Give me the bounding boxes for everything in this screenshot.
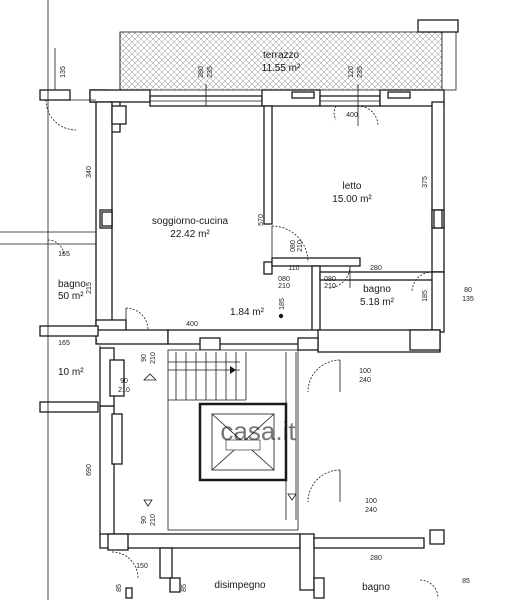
dim-label: 215: [86, 282, 93, 294]
dim-label: 340: [86, 166, 93, 178]
dim-label: 210: [150, 352, 157, 364]
dim-label: 185: [422, 290, 429, 302]
dim-label: 100: [359, 368, 371, 375]
room-area-letto: 15.00 m²: [332, 194, 372, 205]
dim-label: 85: [462, 578, 470, 585]
room-name-bottom-bagno: bagno: [362, 582, 390, 593]
room-area-terrazzo: 11.55 m²: [262, 63, 301, 74]
dim-label: 90: [141, 354, 148, 362]
room-area-left-2: 10 m²: [58, 367, 84, 378]
dim-label: 570: [258, 214, 265, 226]
dim-label: 110: [288, 265, 299, 272]
dim-label: 400: [186, 321, 198, 328]
watermark-text: casa.it: [220, 416, 296, 446]
room-area-disimpegno: 1.84 m²: [230, 307, 265, 318]
dim-label: 210: [297, 240, 304, 252]
dim-label: 240: [365, 507, 377, 514]
dim-label: 280: [198, 66, 205, 78]
dim-label: 100: [365, 498, 377, 505]
dim-label: 150: [136, 563, 148, 570]
dim-label: 90: [120, 378, 128, 385]
room-area-left-bagno: 50 m²: [58, 291, 84, 302]
dim-label: 280: [370, 265, 382, 272]
dim-label: 240: [359, 377, 371, 384]
dim-label: 400: [346, 112, 358, 119]
dim-label: 280: [370, 555, 382, 562]
windows: [101, 84, 443, 229]
dim-label: 210: [150, 514, 157, 526]
dim-label: 135: [462, 296, 474, 303]
door-swings: [95, 105, 439, 599]
room-name-left-bagno: bagno: [58, 279, 86, 290]
dim-label: 080: [278, 276, 290, 283]
dim-label: 80: [464, 287, 472, 294]
dim-label: 165: [58, 340, 70, 347]
dim-label: 90: [141, 516, 148, 524]
room-area-soggiorno: 22.42 m²: [170, 229, 210, 240]
interior-walls: [167, 105, 445, 353]
dim-label: 185: [279, 298, 286, 310]
dim-label: 375: [422, 176, 429, 188]
dim-label: 120: [348, 66, 355, 78]
dim-label: 165: [58, 251, 70, 258]
dim-label: 85: [116, 584, 123, 592]
terrace-railing-right: [441, 31, 457, 91]
room-name-soggiorno: soggiorno-cucina: [152, 216, 229, 227]
dim-label: 135: [60, 66, 67, 78]
dim-label: 210: [118, 387, 130, 394]
disimpegno-marker: [278, 313, 284, 319]
dim-label: 080: [324, 276, 336, 283]
right-neighbor-wall: [417, 19, 459, 33]
stairwell: [143, 349, 299, 531]
room-area-bagno: 5.18 m²: [360, 297, 395, 308]
terrace-floor: [119, 31, 443, 91]
dim-label: 080: [290, 240, 297, 252]
dim-label: 85: [181, 584, 188, 592]
dim-label: 235: [207, 66, 214, 78]
dim-label: 235: [357, 66, 364, 78]
room-name-letto: letto: [343, 181, 362, 192]
room-name-bottom-disimpegno: disimpegno: [214, 580, 266, 591]
dim-label: 210: [278, 283, 290, 290]
dim-label: 690: [86, 464, 93, 476]
room-name-bagno: bagno: [363, 284, 391, 295]
dimension-labels: 135 280 235 120 235 400 340 375 570 080 …: [58, 66, 474, 592]
left-walls: [0, 0, 96, 600]
room-name-terrazzo: terrazzo: [263, 50, 300, 61]
lower-walls: [39, 89, 445, 599]
dim-label: 210: [324, 283, 336, 290]
